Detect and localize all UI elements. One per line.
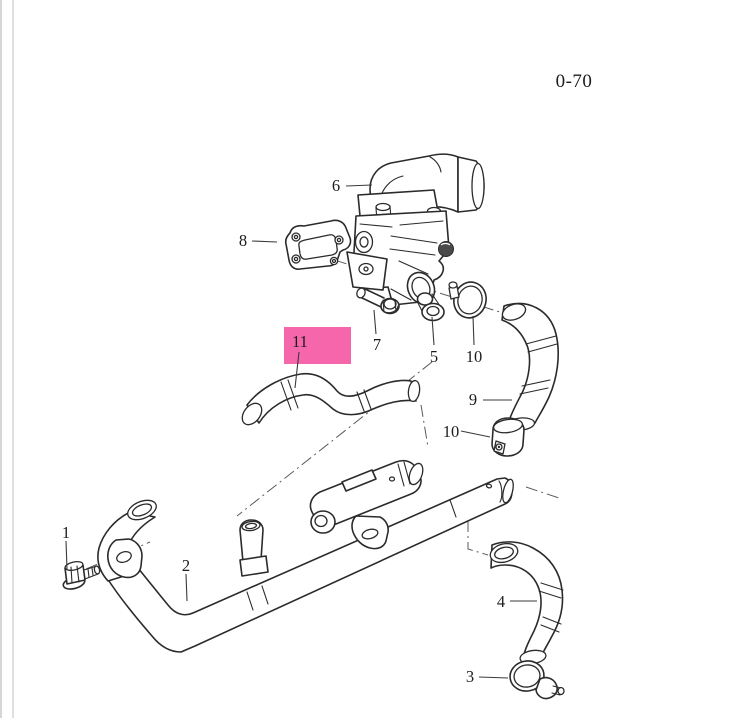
part-drawing-bolt-1[interactable]	[62, 560, 101, 591]
highlight-box[interactable]	[284, 327, 351, 364]
part-drawing-hose-4[interactable]	[488, 541, 564, 666]
callout-9[interactable]: 9	[469, 390, 477, 409]
part-drawing-seal-5[interactable]	[416, 292, 445, 322]
callout-3[interactable]: 3	[466, 667, 474, 686]
part-drawing-housing-6[interactable]	[346, 153, 485, 308]
callout-10-upper[interactable]: 10	[466, 347, 483, 366]
callout-leader-lines	[65, 184, 537, 679]
part-drawing-clamp-3[interactable]	[508, 658, 565, 700]
part-drawing-stud-7[interactable]	[355, 287, 400, 315]
callout-4[interactable]: 4	[497, 592, 505, 611]
callout-7[interactable]: 7	[373, 335, 381, 354]
callout-8[interactable]: 8	[239, 231, 247, 250]
callout-2[interactable]: 2	[182, 556, 190, 575]
callout-6[interactable]: 6	[332, 176, 340, 195]
callout-1[interactable]: 1	[62, 523, 70, 542]
part-drawing-hose-9[interactable]	[500, 301, 559, 431]
part-drawing-clamp-10-lower[interactable]	[491, 417, 525, 457]
callout-5[interactable]: 5	[430, 347, 438, 366]
part-drawing-hose-11[interactable]	[238, 372, 421, 429]
part-drawing-clamp-10-upper[interactable]	[448, 278, 490, 321]
callout-11[interactable]: 11	[292, 332, 308, 351]
part-drawing-pipe-assembly-2[interactable]	[97, 459, 515, 653]
callout-10-lower[interactable]: 10	[443, 422, 460, 441]
page-code: 0-70	[556, 71, 593, 92]
part-drawing-gasket-8[interactable]	[284, 219, 352, 270]
